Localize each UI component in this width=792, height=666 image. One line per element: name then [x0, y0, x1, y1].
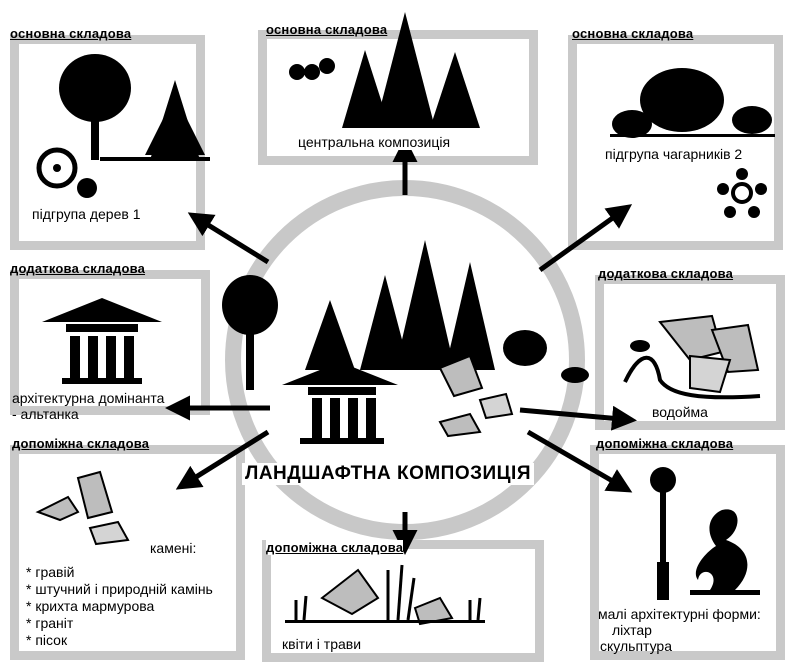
panel-label-mid-left-2: - альтанка	[12, 406, 79, 422]
lantern-sculpture-icon	[650, 467, 760, 600]
arrow-lower-right	[526, 429, 633, 493]
list-item: * пісок	[26, 632, 68, 648]
panel-label-bottom-left: камені:	[150, 540, 197, 556]
shrub-plan-icon	[717, 168, 767, 218]
panel-bottom-left	[10, 445, 245, 660]
panel-title-bottom-right: допоміжна складова	[596, 436, 734, 451]
stones-icon	[35, 470, 130, 546]
arrow-upper-right	[538, 204, 633, 273]
list-item: * граніт	[26, 615, 74, 631]
gazebo-icon	[42, 298, 162, 384]
central-scene-icon	[222, 240, 589, 444]
panel-label-mid-left-1: архітектурна домінанта	[12, 390, 165, 406]
list-item: * крихта мармурова	[26, 598, 155, 614]
panel-title-mid-left: додаткова складова	[10, 261, 146, 276]
central-composition-icon	[289, 12, 480, 128]
panel-title-bottom-center: допоміжна складова	[266, 540, 404, 555]
panel-bottom-center	[262, 540, 544, 662]
panel-label-bottom-center: квіти і трави	[282, 636, 362, 652]
panel-title-top-left: основна складова	[10, 26, 132, 41]
arrow-upper-left	[187, 212, 270, 265]
arrow-lower-left	[175, 429, 270, 490]
panel-title-bottom-left: допоміжна складова	[12, 436, 150, 451]
panel-label-bottom-right-3: скульптура	[600, 638, 673, 654]
panel-label-top-left: підгрупа дерев 1	[32, 206, 141, 222]
tree-plan-circle-icon	[36, 147, 78, 189]
arrow-right	[519, 405, 637, 431]
flowers-grass-icon	[285, 564, 485, 626]
tree-group-icon	[59, 54, 210, 161]
list-item: * гравій	[26, 564, 75, 580]
panel-label-bottom-right-2: ліхтар	[612, 622, 652, 638]
panel-title-mid-right: додаткова складова	[598, 266, 734, 281]
panel-title-top-right: основна складова	[572, 26, 694, 41]
panel-label-top-right: підгрупа чагарників 2	[605, 146, 743, 162]
center-title: ЛАНДШАФТНА КОМПОЗИЦІЯ	[242, 463, 534, 485]
stones-list: * гравій * штучний і природній камінь * …	[26, 564, 213, 649]
panel-label-top-center: центральна композиція	[298, 134, 451, 150]
shrub-group-icon	[610, 68, 775, 138]
panel-title-top-center: основна складова	[266, 22, 388, 37]
list-item: * штучний і природній камінь	[26, 581, 213, 597]
panel-label-mid-right: водойма	[652, 404, 708, 420]
pond-icon	[623, 314, 761, 400]
panel-label-bottom-right-1: малі архітектурні форми:	[598, 606, 761, 622]
